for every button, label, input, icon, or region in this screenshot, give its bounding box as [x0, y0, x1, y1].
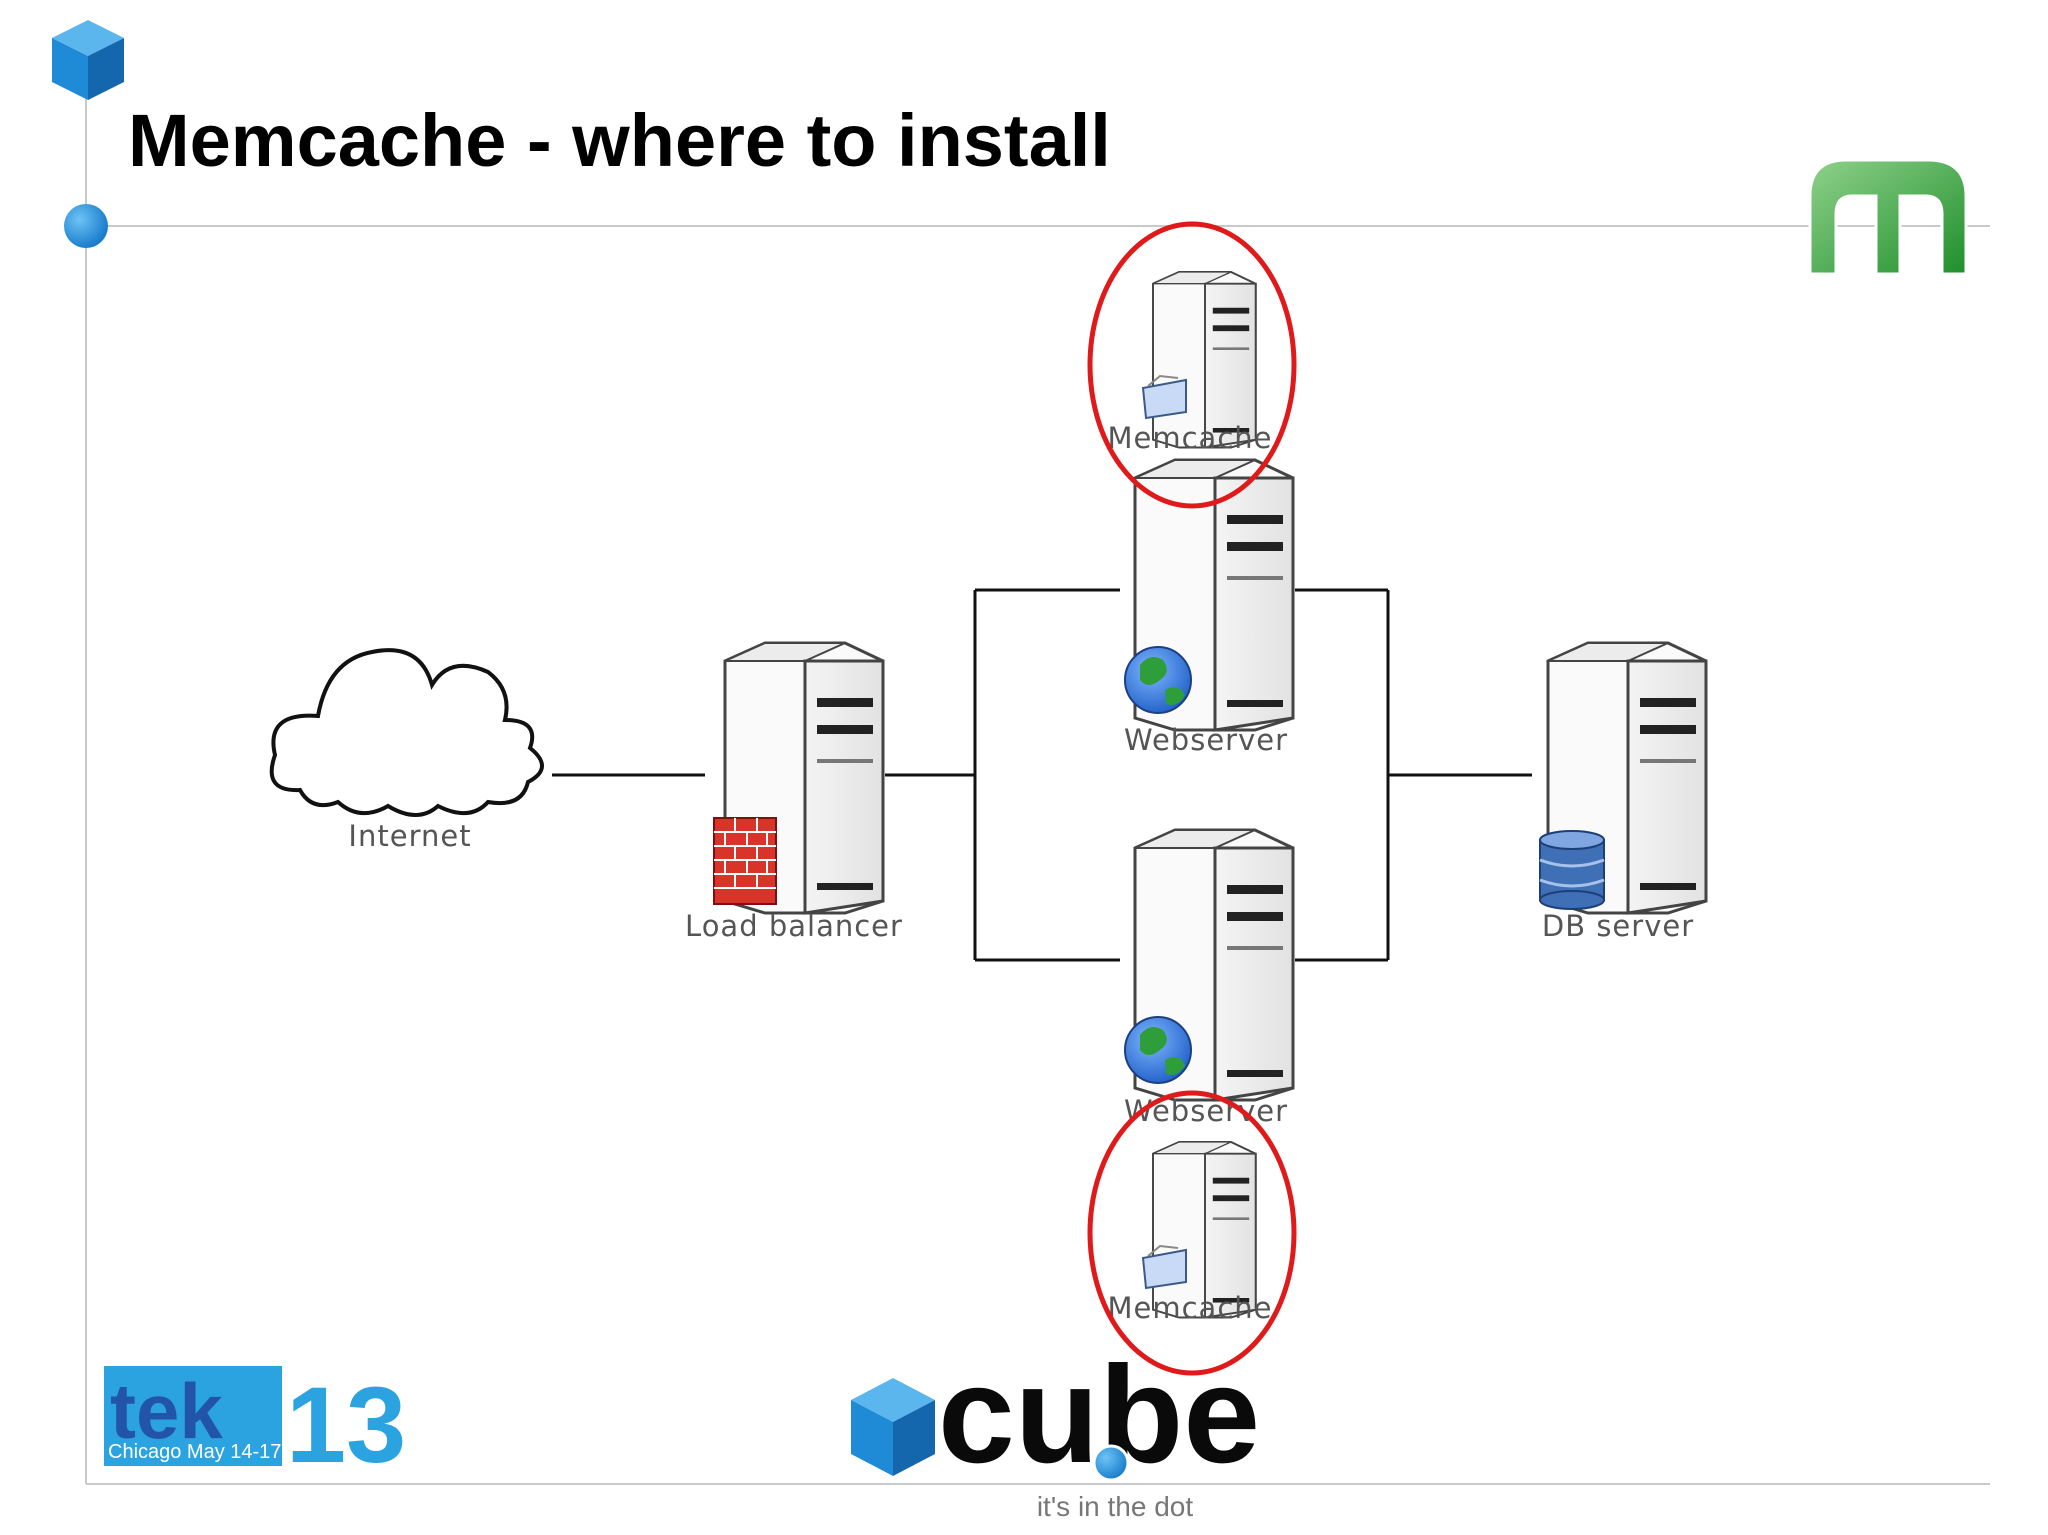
internet-label: Internet	[348, 819, 471, 853]
memcache-top-node: Memcache	[1087, 221, 1297, 509]
webserver-top-label: Webserver	[1124, 723, 1288, 757]
cube-brand-logo: cube it's in the dot	[851, 1338, 1260, 1522]
globe-icon	[1124, 646, 1192, 714]
memcache-bottom-node: Memcache	[1087, 1090, 1297, 1376]
highlight-circle-top	[1087, 221, 1297, 509]
database-icon	[1539, 830, 1605, 910]
folder-icon	[1141, 374, 1187, 420]
brand-dot-icon	[1092, 1444, 1130, 1482]
globe-icon	[1124, 1016, 1192, 1084]
title-dot-icon	[64, 204, 108, 248]
tek13-badge	[104, 1366, 282, 1466]
internet-node: Internet	[269, 648, 544, 853]
memcache-bottom-label: Memcache	[1108, 1291, 1273, 1325]
tek13-number: 13	[286, 1364, 406, 1485]
cube-icon	[52, 20, 124, 100]
load-balancer-node: Load balancer	[685, 641, 903, 943]
cube-tagline: it's in the dot	[1037, 1491, 1194, 1522]
folder-icon	[1141, 1244, 1187, 1290]
webserver-bottom-node: Webserver	[1124, 828, 1295, 1128]
slide-chrome: Memcache - where to install	[52, 20, 1990, 1485]
highlight-circle-bottom	[1087, 1090, 1297, 1376]
db-server-label: DB server	[1542, 909, 1694, 943]
tek13-logo: tek Chicago May 14-17 13	[104, 1364, 406, 1485]
page-title: Memcache - where to install	[128, 99, 1111, 182]
cloud-icon	[269, 648, 544, 817]
cube-brand-icon	[851, 1378, 935, 1476]
green-m-logo	[1808, 158, 1968, 276]
load-balancer-label: Load balancer	[685, 909, 903, 943]
db-server-node: DB server	[1539, 641, 1708, 943]
memcache-top-label: Memcache	[1108, 421, 1273, 455]
webserver-bottom-label: Webserver	[1124, 1094, 1288, 1128]
connections	[552, 588, 1532, 962]
webserver-top-node: Webserver	[1124, 458, 1295, 757]
tek13-location: Chicago May 14-17	[108, 1441, 281, 1463]
tek13-word: tek	[110, 1367, 223, 1455]
firewall-icon	[713, 817, 777, 905]
